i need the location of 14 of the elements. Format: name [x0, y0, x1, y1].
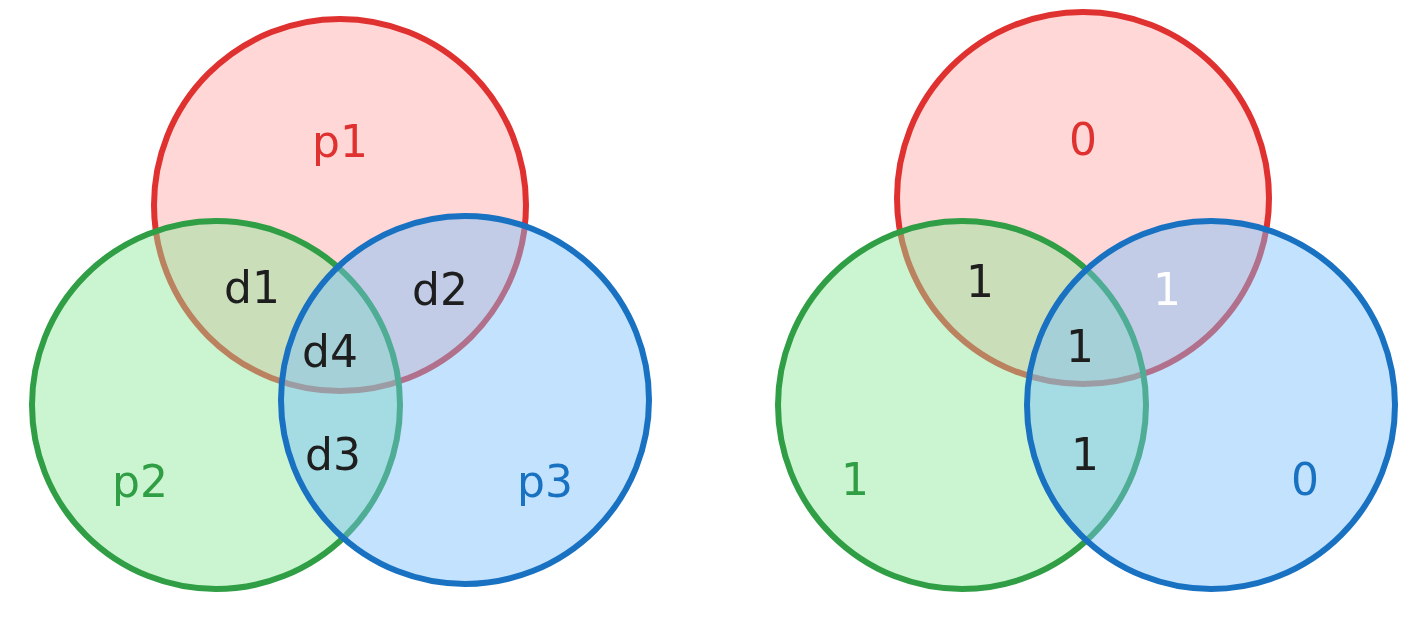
circle-label: 0 [1291, 458, 1319, 502]
circle-label: p1 [312, 120, 368, 164]
region-label: 1 [966, 260, 994, 304]
region-label: 1 [1153, 268, 1181, 312]
region-label: d3 [305, 433, 361, 477]
region-label: d1 [224, 266, 280, 310]
region-label: d4 [302, 330, 358, 374]
region-label: d2 [412, 268, 468, 312]
region-label: 1 [1066, 325, 1094, 369]
region-label: 1 [1071, 433, 1099, 477]
circle-label: 0 [1069, 118, 1097, 162]
circle-label: p3 [517, 460, 573, 504]
circle-label: p2 [112, 460, 168, 504]
circle-label: 1 [841, 458, 869, 502]
